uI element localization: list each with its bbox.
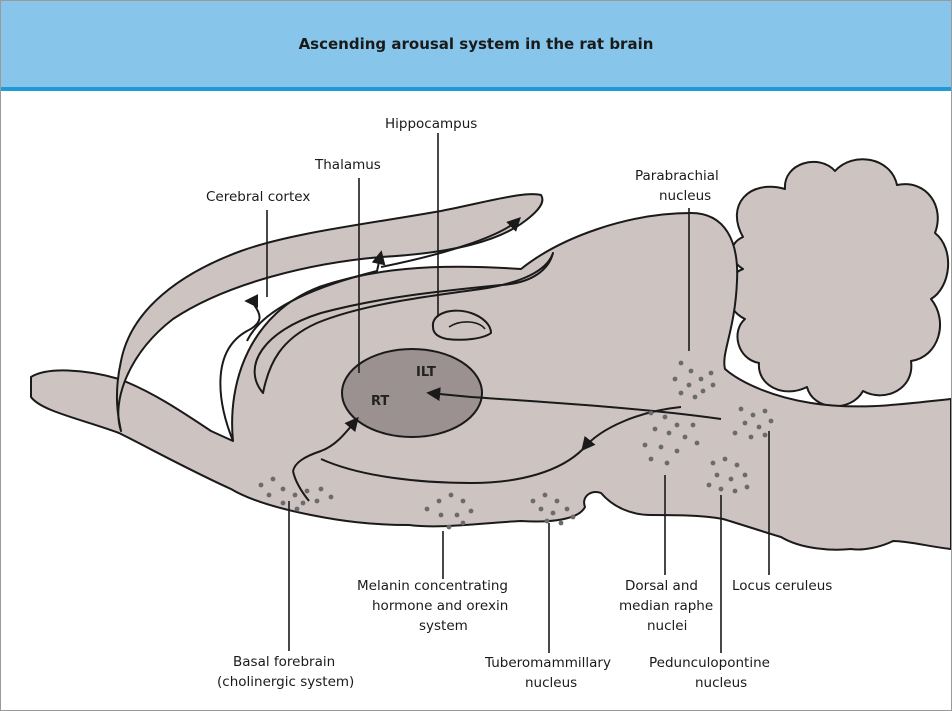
label-dorsal-3: nuclei [647,618,687,634]
label-melanin-1: Melanin concentrating [357,578,508,594]
thalamus-region [342,349,482,437]
label-dorsal-1: Dorsal and [625,578,698,594]
ilt-label: ILT [416,365,436,380]
label-hippocampus: Hippocampus [385,116,477,132]
label-pedunculo-1: Pedunculopontine [649,655,770,671]
label-parabrachial-2: nucleus [659,188,711,204]
label-locus-ceruleus: Locus ceruleus [732,578,832,594]
figure-title: Ascending arousal system in the rat brai… [299,35,654,53]
label-dorsal-2: median raphe [619,598,713,614]
label-tubero-2: nucleus [525,675,577,691]
label-melanin-3: system [419,618,468,634]
label-cerebral-cortex: Cerebral cortex [206,189,310,205]
label-tubero-1: Tuberomammillary [484,655,611,671]
label-thalamus: Thalamus [314,157,381,173]
label-pedunculo-2: nucleus [695,675,747,691]
label-parabrachial-1: Parabrachial [635,168,719,184]
label-melanin-2: hormone and orexin [372,598,508,614]
label-basal-2: (cholinergic system) [217,674,354,690]
cerebellum-shape [727,159,948,406]
label-basal-1: Basal forebrain [233,654,335,670]
brain-diagram: ILT RT [1,91,951,710]
rt-label: RT [371,394,389,409]
header-bar: Ascending arousal system in the rat brai… [1,1,951,91]
